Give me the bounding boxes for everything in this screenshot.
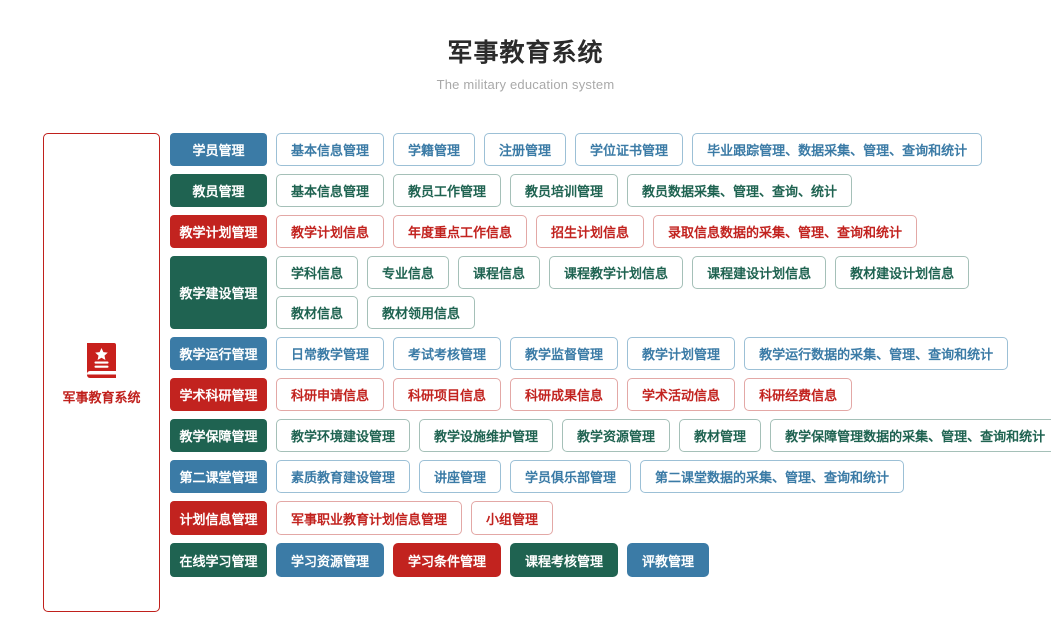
module-row: 教学运行管理日常教学管理考试考核管理教学监督管理教学计划管理教学运行数据的采集、…: [170, 337, 1051, 370]
module-item-button[interactable]: 学籍管理: [393, 133, 476, 166]
module-item-button[interactable]: 教材信息: [276, 296, 359, 329]
module-item-button[interactable]: 教学环境建设管理: [276, 419, 411, 452]
module-row-items: 教学环境建设管理教学设施维护管理教学资源管理教材管理教学保障管理数据的采集、管理…: [276, 419, 1051, 452]
module-item-button[interactable]: 教学保障管理数据的采集、管理、查询和统计: [770, 419, 1051, 452]
module-row-header[interactable]: 第二课堂管理: [170, 460, 267, 493]
module-row: 教学计划管理教学计划信息年度重点工作信息招生计划信息录取信息数据的采集、管理、查…: [170, 215, 1051, 248]
module-row-header[interactable]: 学术科研管理: [170, 378, 267, 411]
module-row: 第二课堂管理素质教育建设管理讲座管理学员俱乐部管理第二课堂数据的采集、管理、查询…: [170, 460, 1051, 493]
module-item-button[interactable]: 教学监督管理: [510, 337, 619, 370]
module-item-button[interactable]: 基本信息管理: [276, 133, 385, 166]
module-item-button[interactable]: 教材建设计划信息: [835, 256, 970, 289]
module-item-button[interactable]: 军事职业教育计划信息管理: [276, 501, 463, 535]
module-item-button[interactable]: 科研经费信息: [744, 378, 853, 411]
module-row-line: 素质教育建设管理讲座管理学员俱乐部管理第二课堂数据的采集、管理、查询和统计: [276, 460, 1051, 493]
module-item-button[interactable]: 课程信息: [458, 256, 541, 289]
module-row-items: 学习资源管理学习条件管理课程考核管理评教管理: [276, 543, 1051, 577]
module-item-button[interactable]: 科研项目信息: [393, 378, 502, 411]
module-item-button[interactable]: 教员工作管理: [393, 174, 502, 207]
module-item-button[interactable]: 教学计划管理: [627, 337, 736, 370]
module-item-button[interactable]: 教材领用信息: [367, 296, 476, 329]
module-item-button[interactable]: 课程教学计划信息: [549, 256, 684, 289]
module-item-button[interactable]: 毕业跟踪管理、数据采集、管理、查询和统计: [692, 133, 983, 166]
module-row: 在线学习管理学习资源管理学习条件管理课程考核管理评教管理: [170, 543, 1051, 577]
module-row-items: 科研申请信息科研项目信息科研成果信息学术活动信息科研经费信息: [276, 378, 1051, 411]
module-item-button[interactable]: 小组管理: [471, 501, 554, 535]
module-row-line: 教学计划信息年度重点工作信息招生计划信息录取信息数据的采集、管理、查询和统计: [276, 215, 1051, 248]
module-item-button[interactable]: 评教管理: [627, 543, 710, 577]
module-item-button[interactable]: 年度重点工作信息: [393, 215, 528, 248]
module-row-line: 基本信息管理教员工作管理教员培训管理教员数据采集、管理、查询、统计: [276, 174, 1051, 207]
module-row-line: 军事职业教育计划信息管理小组管理: [276, 501, 1051, 535]
module-item-button[interactable]: 日常教学管理: [276, 337, 385, 370]
page-title: 军事教育系统: [447, 39, 604, 67]
module-row-line: 日常教学管理考试考核管理教学监督管理教学计划管理教学运行数据的采集、管理、查询和…: [276, 337, 1051, 370]
module-row-line: 学习资源管理学习条件管理课程考核管理评教管理: [276, 543, 1051, 577]
module-item-button[interactable]: 教学设施维护管理: [419, 419, 554, 452]
book-star-icon: [82, 340, 122, 380]
module-item-button[interactable]: 课程考核管理: [510, 543, 619, 577]
module-item-button[interactable]: 教员培训管理: [510, 174, 619, 207]
module-row: 学术科研管理科研申请信息科研项目信息科研成果信息学术活动信息科研经费信息: [170, 378, 1051, 411]
module-item-button[interactable]: 第二课堂数据的采集、管理、查询和统计: [640, 460, 905, 493]
module-row-header[interactable]: 教学建设管理: [170, 256, 267, 329]
module-row-items: 学科信息专业信息课程信息课程教学计划信息课程建设计划信息教材建设计划信息教材信息…: [276, 256, 1051, 329]
main-content: 军事教育系统 学员管理基本信息管理学籍管理注册管理学位证书管理毕业跟踪管理、数据…: [0, 133, 1051, 612]
module-item-button[interactable]: 专业信息: [367, 256, 450, 289]
module-item-button[interactable]: 学术活动信息: [627, 378, 736, 411]
module-rows: 学员管理基本信息管理学籍管理注册管理学位证书管理毕业跟踪管理、数据采集、管理、查…: [170, 133, 1051, 612]
module-item-button[interactable]: 基本信息管理: [276, 174, 385, 207]
module-row-header[interactable]: 教员管理: [170, 174, 267, 207]
module-row-header[interactable]: 在线学习管理: [170, 543, 267, 577]
module-item-button[interactable]: 科研申请信息: [276, 378, 385, 411]
module-row: 计划信息管理军事职业教育计划信息管理小组管理: [170, 501, 1051, 535]
module-row-items: 基本信息管理教员工作管理教员培训管理教员数据采集、管理、查询、统计: [276, 174, 1051, 207]
module-item-button[interactable]: 学位证书管理: [575, 133, 684, 166]
module-row-header[interactable]: 学员管理: [170, 133, 267, 166]
module-row-items: 素质教育建设管理讲座管理学员俱乐部管理第二课堂数据的采集、管理、查询和统计: [276, 460, 1051, 493]
module-row-line: 基本信息管理学籍管理注册管理学位证书管理毕业跟踪管理、数据采集、管理、查询和统计: [276, 133, 1051, 166]
sidebar-title: 军事教育系统: [62, 389, 141, 405]
module-row-line: 科研申请信息科研项目信息科研成果信息学术活动信息科研经费信息: [276, 378, 1051, 411]
module-item-button[interactable]: 学科信息: [276, 256, 359, 289]
page-header: 军事教育系统 The military education system: [0, 0, 1051, 92]
module-item-button[interactable]: 讲座管理: [419, 460, 502, 493]
module-item-button[interactable]: 教学运行数据的采集、管理、查询和统计: [744, 337, 1009, 370]
module-row-line: 学科信息专业信息课程信息课程教学计划信息课程建设计划信息教材建设计划信息: [276, 256, 1051, 289]
module-item-button[interactable]: 学习条件管理: [393, 543, 502, 577]
module-row-line: 教学环境建设管理教学设施维护管理教学资源管理教材管理教学保障管理数据的采集、管理…: [276, 419, 1051, 452]
module-item-button[interactable]: 课程建设计划信息: [692, 256, 827, 289]
module-row-items: 基本信息管理学籍管理注册管理学位证书管理毕业跟踪管理、数据采集、管理、查询和统计: [276, 133, 1051, 166]
module-row-line: 教材信息教材领用信息: [276, 296, 1051, 329]
module-row-header[interactable]: 教学运行管理: [170, 337, 267, 370]
module-item-button[interactable]: 学习资源管理: [276, 543, 385, 577]
module-item-button[interactable]: 录取信息数据的采集、管理、查询和统计: [653, 215, 918, 248]
module-item-button[interactable]: 招生计划信息: [536, 215, 645, 248]
module-row: 教学保障管理教学环境建设管理教学设施维护管理教学资源管理教材管理教学保障管理数据…: [170, 419, 1051, 452]
module-row: 教学建设管理学科信息专业信息课程信息课程教学计划信息课程建设计划信息教材建设计划…: [170, 256, 1051, 329]
module-row: 教员管理基本信息管理教员工作管理教员培训管理教员数据采集、管理、查询、统计: [170, 174, 1051, 207]
module-row-items: 日常教学管理考试考核管理教学监督管理教学计划管理教学运行数据的采集、管理、查询和…: [276, 337, 1051, 370]
module-item-button[interactable]: 教学计划信息: [276, 215, 385, 248]
module-row-header[interactable]: 教学计划管理: [170, 215, 267, 248]
module-item-button[interactable]: 考试考核管理: [393, 337, 502, 370]
module-row-items: 军事职业教育计划信息管理小组管理: [276, 501, 1051, 535]
module-row: 学员管理基本信息管理学籍管理注册管理学位证书管理毕业跟踪管理、数据采集、管理、查…: [170, 133, 1051, 166]
module-item-button[interactable]: 注册管理: [484, 133, 567, 166]
module-row-header[interactable]: 教学保障管理: [170, 419, 267, 452]
module-item-button[interactable]: 科研成果信息: [510, 378, 619, 411]
module-row-items: 教学计划信息年度重点工作信息招生计划信息录取信息数据的采集、管理、查询和统计: [276, 215, 1051, 248]
page-subtitle: The military education system: [436, 77, 615, 93]
module-item-button[interactable]: 教学资源管理: [562, 419, 671, 452]
sidebar-panel: 军事教育系统: [43, 133, 160, 612]
module-item-button[interactable]: 素质教育建设管理: [276, 460, 411, 493]
module-item-button[interactable]: 教员数据采集、管理、查询、统计: [627, 174, 853, 207]
module-item-button[interactable]: 学员俱乐部管理: [510, 460, 632, 493]
module-row-header[interactable]: 计划信息管理: [170, 501, 267, 535]
module-item-button[interactable]: 教材管理: [679, 419, 762, 452]
